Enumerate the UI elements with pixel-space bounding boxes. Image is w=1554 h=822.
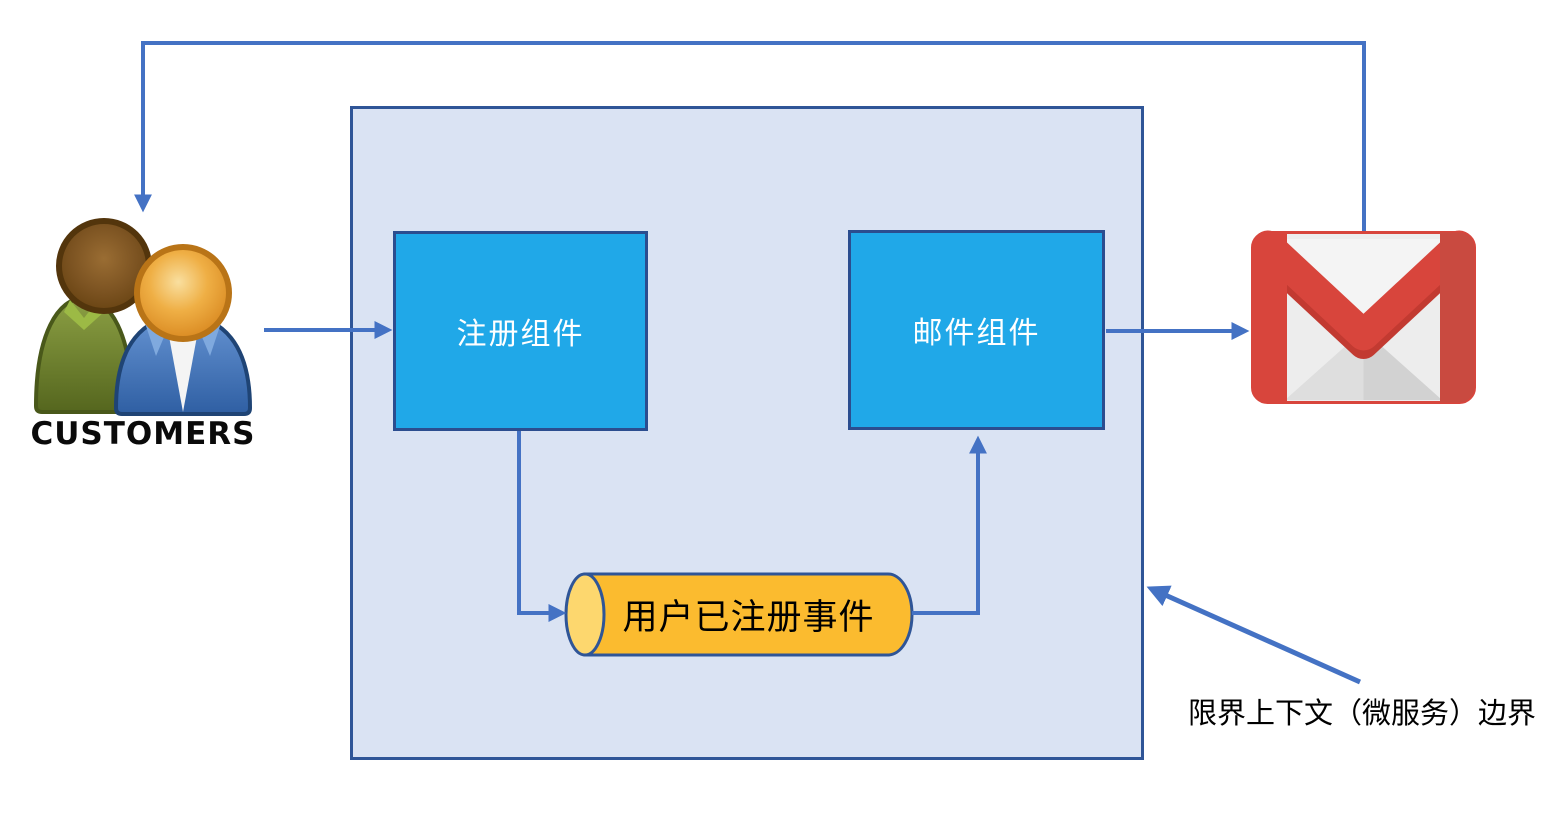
registration-component-label: 注册组件: [456, 317, 585, 352]
event-queue-label: 用户已注册事件: [622, 598, 875, 638]
bounded-context-box: [350, 106, 1144, 760]
mail-component-label: 邮件组件: [912, 316, 1041, 351]
gmail-envelope-icon: [1251, 230, 1476, 404]
customers-label: CUSTOMERS: [30, 416, 256, 452]
customers-icon: [33, 218, 253, 416]
customer-head-back: [56, 218, 152, 314]
registration-component-box: 注册组件: [393, 231, 648, 431]
customer-head-front: [134, 244, 232, 342]
boundary-label: 限界上下文（微服务）边界: [1188, 696, 1537, 730]
arrow-boundary-callout: [1146, 585, 1362, 685]
mail-component-box: 邮件组件: [848, 230, 1105, 430]
